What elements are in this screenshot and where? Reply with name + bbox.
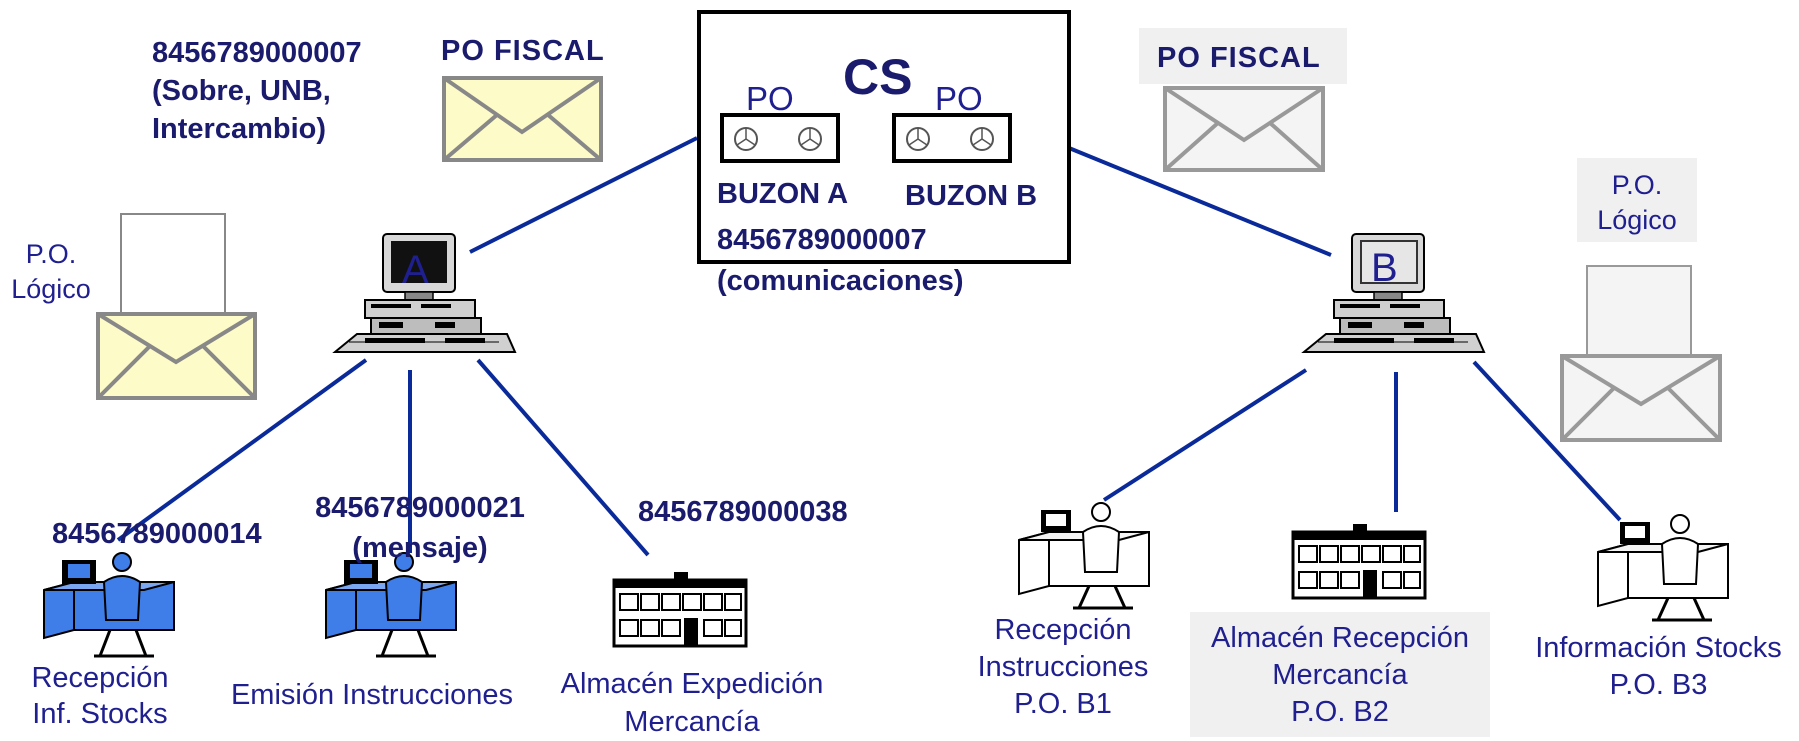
po-logico-right-label: P.O. Lógico [1597, 170, 1677, 235]
connection-lines [116, 136, 1622, 557]
node-b3-label: Información Stocks P.O. B3 [1535, 632, 1782, 701]
cs-title: CS [843, 49, 913, 105]
po-fiscal-envelope-left [442, 76, 603, 162]
node-a3-label: Almacén Expedición Mercancía [560, 668, 824, 738]
sobre-code: 8456789000007 [152, 37, 362, 69]
workstation-informacion-stocks [1596, 513, 1730, 622]
buzon-a-label: BUZON A [717, 178, 849, 210]
building-almacen-expedicion [612, 570, 748, 648]
computer-a-label: A [402, 248, 429, 292]
sobre-line3: Intercambio) [152, 113, 327, 145]
sobre-code-block: 8456789000007 (Sobre, UNB, Intercambio) [152, 34, 362, 148]
po-logico-envelope-right [1560, 265, 1722, 442]
workstation-recepcion-instrucciones [1017, 501, 1151, 610]
node-a1-code: 8456789000014 [52, 518, 262, 550]
computer-b-label: B [1371, 246, 1398, 290]
node-a2-code: 8456789000021 [315, 492, 525, 524]
node-a2-code-block: 8456789000021 (mensaje) [300, 488, 540, 568]
node-a3-code: 8456789000038 [638, 496, 848, 528]
buzon-b-label: BUZON B [905, 180, 1038, 212]
po-fiscal-right-label: PO FISCAL [1157, 42, 1321, 74]
po-logico-left-label: P.O. Lógico [11, 239, 91, 304]
node-a2-label: Emisión Instrucciones [230, 679, 514, 711]
cs-po-a: PO [746, 80, 794, 117]
po-fiscal-left-label: PO FISCAL [441, 35, 605, 67]
building-almacen-recepcion [1291, 522, 1427, 600]
workstation-emision-instrucciones [324, 551, 458, 658]
node-a1-label: Recepción Inf. Stocks [31, 662, 169, 730]
cs-code: 8456789000007 [717, 224, 927, 256]
node-b1-label: Recepción Instrucciones P.O. B1 [977, 614, 1149, 720]
node-b2-label: Almacén Recepción Mercancía P.O. B2 [1211, 622, 1469, 728]
po-logico-envelope-left [96, 213, 257, 400]
cs-code-note: (comunicaciones) [717, 265, 964, 297]
workstation-recepcion-stocks [42, 551, 176, 658]
node-a2-code-note: (mensaje) [352, 532, 488, 564]
sobre-line2: (Sobre, UNB, [152, 75, 331, 107]
cs-po-b: PO [935, 80, 983, 117]
po-fiscal-envelope-right [1163, 86, 1325, 172]
